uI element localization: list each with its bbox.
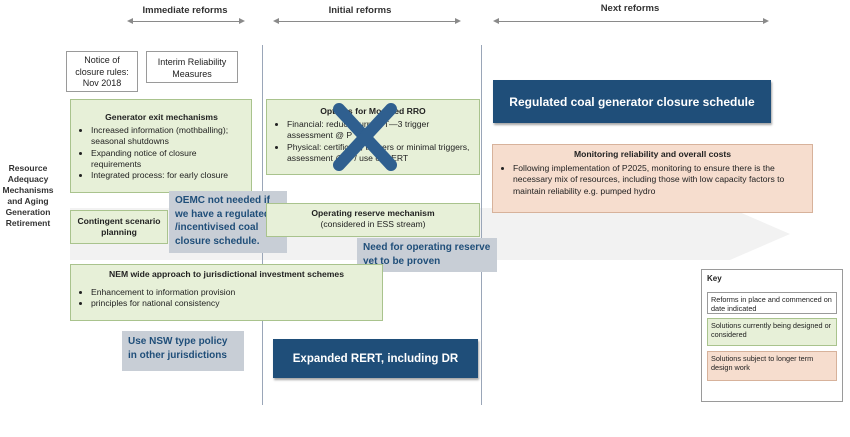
- left-label: Resource Adequacy Mechanisms and Aging G…: [2, 163, 54, 229]
- key-item-longer-term: Solutions subject to longer term design …: [707, 351, 837, 381]
- header-initial: Initial reforms: [328, 5, 392, 16]
- contingent-label: Contingent scenario planning: [77, 216, 161, 238]
- interim-box: Interim Reliability Measures: [146, 51, 238, 83]
- divider-2: [481, 45, 482, 405]
- generator-exit-item: Increased information (mothballing); sea…: [91, 125, 246, 147]
- contingent-box: Contingent scenario planning: [70, 210, 168, 244]
- key-title: Key: [707, 274, 722, 283]
- operating-callout: Need for operating reserve yet to be pro…: [357, 238, 497, 272]
- notice-box: Notice of closure rules: Nov 2018: [66, 51, 138, 92]
- monitoring-title: Monitoring reliability and overall costs: [573, 149, 732, 159]
- operating-reserve-title: Operating reserve mechanism: [311, 208, 435, 218]
- nem-wide-box: NEM wide approach to jurisdictional inve…: [70, 264, 383, 321]
- nem-wide-item: principles for national consistency: [91, 298, 376, 309]
- nem-wide-title: NEM wide approach to jurisdictional inve…: [109, 269, 344, 279]
- key-item-designing: Solutions currently being designed or co…: [707, 318, 837, 346]
- regulated-schedule-box: Regulated coal generator closure schedul…: [493, 80, 771, 123]
- key-item-in-place: Reforms in place and commenced on date i…: [707, 292, 837, 314]
- x-mark-icon: [333, 103, 397, 171]
- header-immediate: Immediate reforms: [142, 5, 228, 16]
- nem-wide-item: Enhancement to information provision: [91, 287, 376, 298]
- key-panel: Key Reforms in place and commenced on da…: [701, 269, 843, 402]
- arrow-initial: [273, 18, 461, 24]
- generator-exit-item: Integrated process: for early closure: [91, 170, 246, 181]
- arrow-immediate: [127, 18, 245, 24]
- operating-reserve-subtitle: (considered in ESS stream): [320, 219, 426, 230]
- arrow-next: [493, 18, 769, 24]
- generator-exit-title: Generator exit mechanisms: [105, 112, 218, 122]
- expanded-rert-box: Expanded RERT, including DR: [273, 339, 478, 378]
- generator-exit-box: Generator exit mechanisms Increased info…: [70, 99, 252, 193]
- header-next: Next reforms: [600, 3, 660, 14]
- modified-rro-title: Options for Modified RRO: [320, 106, 426, 116]
- operating-reserve-box: Operating reserve mechanism (considered …: [266, 203, 480, 237]
- monitoring-box: Monitoring reliability and overall costs…: [492, 144, 813, 213]
- nsw-callout: Use NSW type policy in other jurisdictio…: [122, 331, 244, 371]
- generator-exit-item: Expanding notice of closure requirements: [91, 148, 246, 170]
- monitoring-item: Following implementation of P2025, monit…: [513, 163, 806, 198]
